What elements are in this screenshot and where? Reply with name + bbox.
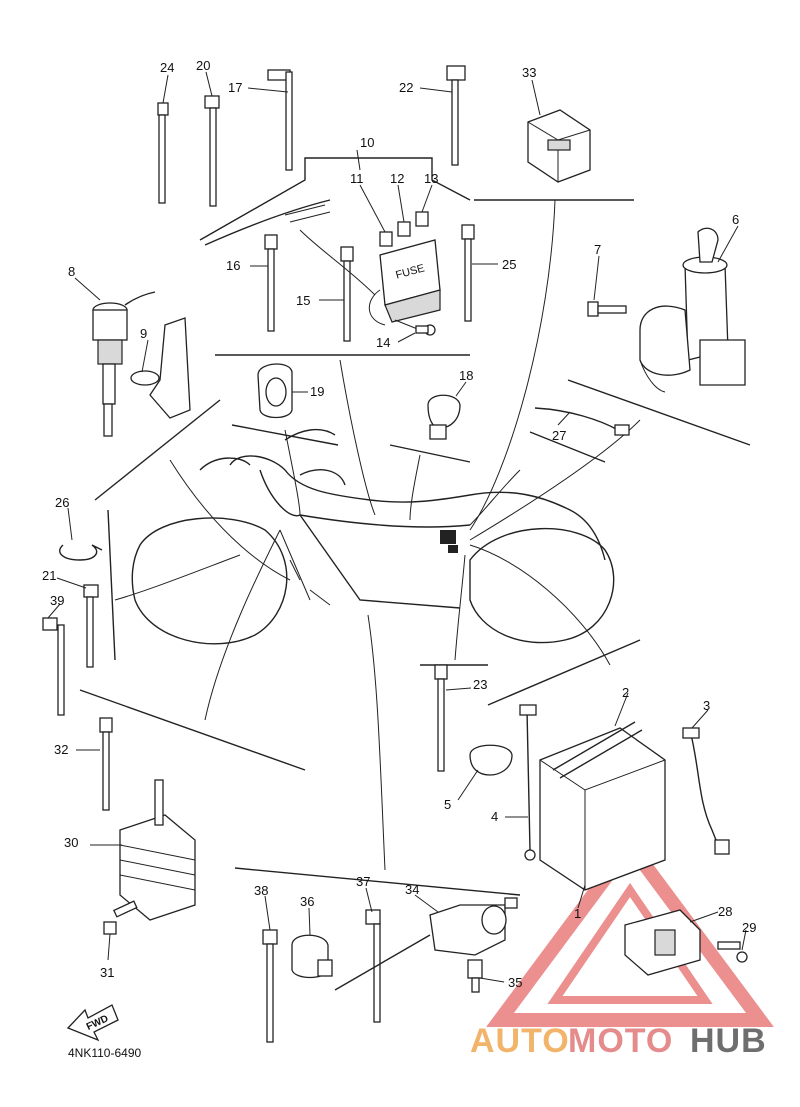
callout-1: 1 — [574, 906, 581, 921]
forward-arrow-icon: FWD — [66, 1004, 119, 1042]
callout-38: 38 — [254, 883, 268, 898]
callout-9: 9 — [140, 326, 147, 341]
callout-28: 28 — [718, 904, 732, 919]
callout-12: 12 — [390, 171, 404, 186]
relay-33 — [527, 109, 591, 183]
cable-tie-37 — [365, 909, 381, 1023]
callout-15: 15 — [296, 293, 310, 308]
callout-16: 16 — [226, 258, 240, 273]
callout-22: 22 — [399, 80, 413, 95]
callout-6: 6 — [732, 212, 739, 227]
callout-18: 18 — [459, 368, 473, 383]
callout-26: 26 — [55, 495, 69, 510]
lead-27 — [534, 407, 630, 436]
callout-7: 7 — [594, 242, 601, 257]
screw-14 — [415, 324, 436, 336]
cable-tie-16 — [264, 234, 278, 332]
callout-32: 32 — [54, 742, 68, 757]
callout-24: 24 — [160, 60, 174, 75]
lead-4 — [519, 704, 537, 861]
battery-1 — [539, 727, 666, 891]
motorcycle-outline — [131, 428, 615, 645]
callout-31: 31 — [100, 965, 114, 980]
bolt-7 — [587, 301, 627, 317]
callout-37: 37 — [356, 874, 370, 889]
wiring-lead-top — [204, 199, 376, 296]
callout-21: 21 — [42, 568, 56, 583]
watermark-moto: MOTO — [568, 1022, 673, 1060]
lead-3 — [682, 727, 730, 855]
callout-27: 27 — [552, 428, 566, 443]
clamp-36 — [291, 934, 333, 979]
cable-tie-23 — [434, 664, 448, 772]
callout-4: 4 — [491, 809, 498, 824]
clamp-19 — [257, 363, 293, 419]
watermark-auto: AUTO — [470, 1022, 570, 1060]
callout-35: 35 — [508, 975, 522, 990]
callout-25: 25 — [502, 257, 516, 272]
cable-tie-32 — [99, 717, 113, 811]
callout-30: 30 — [64, 835, 78, 850]
relay-28 — [624, 909, 701, 976]
callout-17: 17 — [228, 80, 242, 95]
switch-34 — [334, 897, 518, 991]
sensor-8 — [92, 291, 156, 437]
fuses — [379, 211, 429, 247]
cable-tie-22 — [446, 65, 466, 166]
callout-5: 5 — [444, 797, 451, 812]
battery-band-2 — [552, 721, 643, 779]
cable-tie-21 — [83, 584, 99, 668]
bracket-9 — [130, 317, 191, 419]
callout-39: 39 — [50, 593, 64, 608]
callout-3: 3 — [703, 698, 710, 713]
callout-33: 33 — [522, 65, 536, 80]
callout-8: 8 — [68, 264, 75, 279]
callout-14: 14 — [376, 335, 390, 350]
main-switch-6 — [639, 227, 746, 393]
callout-10: 10 — [360, 135, 374, 150]
diagram-code: 4NK110-6490 — [68, 1046, 141, 1060]
cable-tie-24 — [157, 102, 169, 204]
clamp-18 — [427, 394, 461, 440]
callout-13: 13 — [424, 171, 438, 186]
callout-11: 11 — [350, 171, 364, 186]
bolt-35 — [467, 959, 483, 993]
clamp-5 — [469, 744, 513, 776]
callout-23: 23 — [473, 677, 487, 692]
cable-tie-20 — [204, 95, 220, 207]
callout-20: 20 — [196, 58, 210, 73]
group-frames — [79, 157, 751, 896]
callout-19: 19 — [310, 384, 324, 399]
band-26 — [59, 544, 103, 561]
callout-36: 36 — [300, 894, 314, 909]
cable-tie-17 — [267, 69, 293, 171]
callout-labels: 24 20 17 22 33 10 11 12 13 6 7 8 16 25 1… — [42, 58, 756, 990]
callout-2: 2 — [622, 685, 629, 700]
callout-29: 29 — [742, 920, 756, 935]
callout-leaders — [47, 71, 747, 983]
cable-tie-25 — [461, 224, 475, 322]
watermark-hub: HUB — [690, 1022, 767, 1060]
fuse-box: FUSE — [368, 239, 441, 331]
watermark-wordmark: AUTO MOTO HUB — [470, 1022, 767, 1060]
cable-tie-39 — [42, 617, 65, 716]
bolt-29 — [717, 941, 748, 963]
callout-34: 34 — [405, 882, 419, 897]
cable-tie-15 — [340, 246, 354, 342]
rectifier-30 — [119, 779, 196, 921]
cable-tie-38 — [262, 929, 278, 1043]
bolt-31 — [103, 900, 138, 935]
